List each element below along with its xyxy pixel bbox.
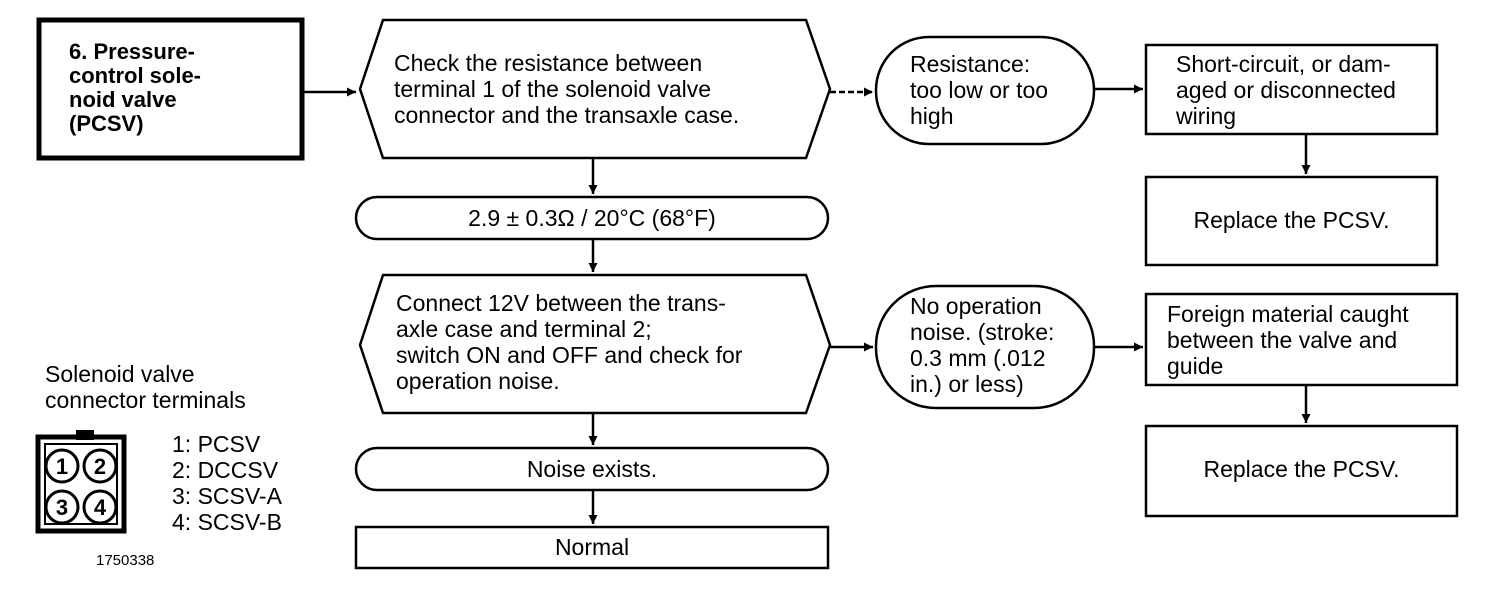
figure-number: 1750338 [96, 552, 155, 569]
normal-box [354, 525, 830, 570]
check2-text: Connect 12V between the trans- axle case… [396, 290, 743, 394]
connector-drawing: 1 2 3 4 [35, 430, 127, 534]
connector-pin-3 [44, 489, 80, 525]
fault1-condition-text: Resistance: too low or too high [910, 51, 1049, 129]
flow-arrows [302, 84, 1311, 524]
connector-title: Solenoid valve connector terminals [45, 361, 246, 413]
normal-text: Normal [554, 534, 630, 560]
fault2-cause-text: Foreign material caught between the valv… [1167, 301, 1409, 379]
connector-pin-4 [82, 489, 118, 525]
fault1-condition-stadium [874, 35, 1096, 146]
noise-ok-text: Noise exists. [526, 456, 658, 482]
connector-legend: 1: PCSV 2: DCCSV 3: SCSV-A 4: SCSV-B [172, 431, 282, 535]
connector-outer [35, 434, 127, 534]
connector-pin-label-4: 4 [94, 495, 107, 520]
check1-hexagon [358, 18, 832, 160]
fault1-cause-text: Short-circuit, or dam- aged or disconnec… [1176, 51, 1396, 129]
connector-pin-label-1: 1 [56, 454, 68, 479]
check1-text: Check the resistance between terminal 1 … [394, 50, 740, 128]
step-box [36, 17, 305, 161]
connector-pin-2 [82, 448, 118, 484]
connector-pin-label-2: 2 [94, 454, 106, 479]
fault2-action-box [1144, 424, 1459, 518]
fault1-action-box [1144, 175, 1439, 267]
fault1-cause-box [1144, 43, 1439, 136]
fault2-cause-box [1144, 292, 1459, 387]
fault2-action-text: Replace the PCSV. [1203, 456, 1400, 482]
check2-hexagon [358, 273, 832, 415]
fault1-action-text: Replace the PCSV. [1193, 207, 1390, 233]
connector-pin-label-3: 3 [56, 495, 68, 520]
fault2-condition-text: No operation noise. (stroke: 0.3 mm (.01… [910, 293, 1055, 397]
connector-inner [44, 443, 118, 525]
spec-text: 2.9 ± 0.3Ω / 20°C (68°F) [468, 205, 716, 231]
step-label: 6. Pressure- control sole- noid valve (P… [69, 39, 202, 136]
connector-pin-1 [44, 448, 80, 484]
